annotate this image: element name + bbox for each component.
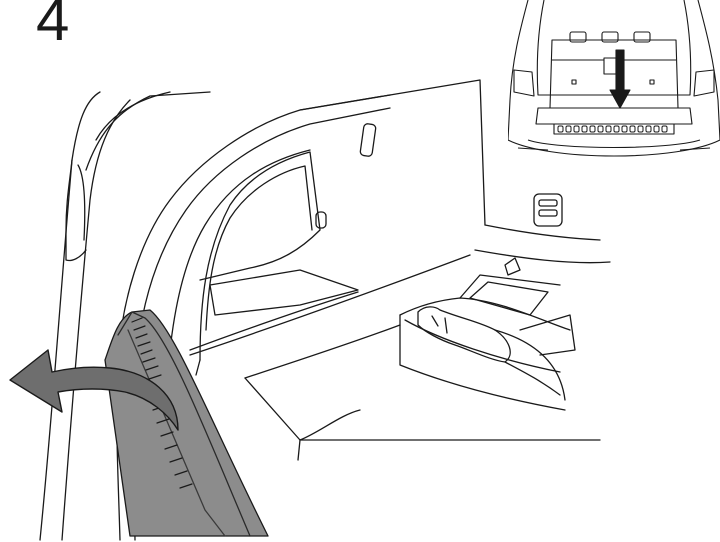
curved-arrow-icon	[9, 349, 179, 431]
storage-compartment	[399, 257, 576, 411]
down-arrow-icon	[609, 49, 631, 109]
side-light-left	[359, 123, 377, 157]
bottle	[417, 306, 511, 363]
step-number: 4	[36, 0, 70, 53]
vehicle-rear-inset	[508, 0, 720, 157]
tie-down-hook-left	[315, 211, 327, 229]
side-trim-panel	[189, 123, 377, 376]
side-light-right	[533, 193, 563, 227]
trunk-floor	[189, 254, 601, 461]
rear-wall	[299, 79, 611, 264]
loading-sill-panel	[104, 309, 269, 537]
